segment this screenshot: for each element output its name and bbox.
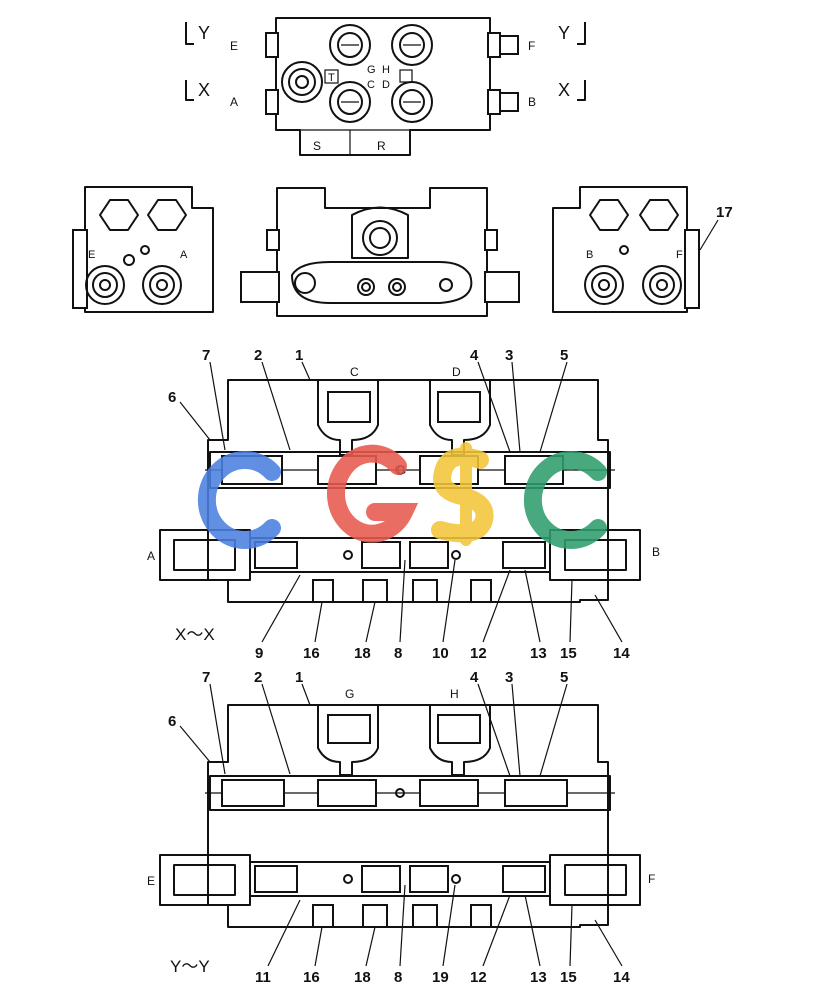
top-port-t-label: T (328, 72, 335, 84)
xx-callout-10: 10 (432, 645, 449, 662)
xx-callout-6: 6 (168, 389, 176, 406)
top-view: Y X Y X E A F B T G H C D S R (185, 17, 586, 156)
yy-callout-5: 5 (560, 669, 568, 686)
yy-callout-19: 19 (432, 969, 449, 986)
top-port-h-label: H (382, 64, 390, 76)
top-port-c-label: C (367, 79, 375, 91)
view-y-left-label: Y (198, 23, 210, 43)
xx-callout-15: 15 (560, 645, 577, 662)
middle-end-view (240, 187, 520, 317)
yy-callout-13: 13 (530, 969, 547, 986)
yy-callout-15: 15 (560, 969, 577, 986)
section-yy: G H E F Y～Y 7 2 1 4 3 5 6 11 16 18 8 19 … (147, 669, 655, 986)
xx-callout-14: 14 (613, 645, 630, 662)
xx-port-d-label: D (452, 365, 461, 379)
right-end-port-b-label: B (586, 249, 593, 261)
xx-callout-7: 7 (202, 347, 210, 364)
yy-section-title: Y～Y (170, 957, 210, 976)
right-end-view: B F 17 (552, 186, 733, 313)
yy-callout-1: 1 (295, 669, 303, 686)
xx-port-a-label: A (147, 549, 155, 563)
view-x-right-label: X (558, 80, 570, 100)
yy-callout-14: 14 (613, 969, 630, 986)
right-end-port-f-label: F (676, 249, 683, 261)
xx-callout-3: 3 (505, 347, 513, 364)
xx-callout-2: 2 (254, 347, 262, 364)
watermark-logo (197, 442, 607, 549)
yy-callout-12: 12 (470, 969, 487, 986)
top-port-b-label: B (528, 95, 536, 109)
top-port-g-label: G (367, 64, 376, 76)
yy-callout-4: 4 (470, 669, 479, 686)
xx-callout-13: 13 (530, 645, 547, 662)
top-port-f-label: F (528, 39, 535, 53)
xx-callout-9: 9 (255, 645, 263, 662)
xx-callout-12: 12 (470, 645, 487, 662)
xx-callout-18: 18 (354, 645, 371, 662)
yy-port-f-label: F (648, 872, 655, 886)
yy-port-h-label: H (450, 687, 459, 701)
yy-callout-6: 6 (168, 713, 176, 730)
watermark-letter-g-red (327, 444, 419, 543)
watermark-letter-c-blue (197, 451, 281, 549)
view-x-left-label: X (198, 80, 210, 100)
left-end-port-a-label: A (180, 249, 188, 261)
yy-callout-18: 18 (354, 969, 371, 986)
xx-callout-1: 1 (295, 347, 303, 364)
yy-callout-3: 3 (505, 669, 513, 686)
xx-port-c-label: C (350, 365, 359, 379)
top-port-d-label: D (382, 79, 390, 91)
yy-callout-7: 7 (202, 669, 210, 686)
xx-callout-4: 4 (470, 347, 479, 364)
top-port-a-label: A (230, 95, 238, 109)
yy-port-g-label: G (345, 687, 354, 701)
xx-port-b-label: B (652, 545, 660, 559)
xx-callout-16: 16 (303, 645, 320, 662)
watermark-letter-c-green (523, 451, 607, 549)
top-port-s-label: S (313, 139, 321, 153)
xx-section-title: X～X (175, 625, 215, 644)
top-port-e-label: E (230, 39, 238, 53)
left-end-view: E A (72, 186, 214, 313)
yy-callout-11: 11 (255, 969, 271, 986)
yy-callout-2: 2 (254, 669, 262, 686)
yy-callout-16: 16 (303, 969, 320, 986)
top-port-r-label: R (377, 139, 386, 153)
yy-callout-8: 8 (394, 969, 402, 986)
left-end-port-e-label: E (88, 249, 95, 261)
xx-callout-8: 8 (394, 645, 402, 662)
view-y-right-label: Y (558, 23, 570, 43)
callout-17-label: 17 (716, 204, 733, 221)
yy-port-e-label: E (147, 874, 155, 888)
xx-callout-5: 5 (560, 347, 568, 364)
